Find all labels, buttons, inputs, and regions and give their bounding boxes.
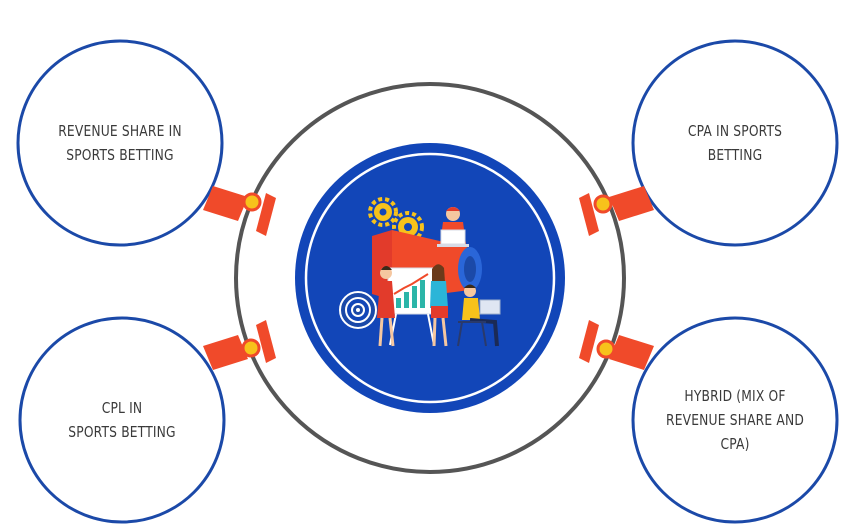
- connector-cpa: [579, 186, 654, 236]
- connector-bar-inner: [256, 320, 276, 363]
- connector-bar-outer: [609, 335, 654, 370]
- connector-bar-outer: [203, 186, 248, 221]
- node-circle-cpa: [631, 39, 839, 247]
- node-circle-revenue-share: [16, 39, 224, 247]
- connector-revenue-share: [203, 186, 276, 236]
- person-icon: [377, 266, 395, 347]
- center-inner-ring: [304, 152, 556, 404]
- node-label: HYBRID (MIX OF REVENUE SHARE AND CPA): [666, 387, 804, 453]
- node-label: CPA IN SPORTS BETTING: [687, 122, 783, 164]
- outer-ring: [234, 82, 626, 474]
- node-circle-hybrid: [631, 316, 839, 524]
- connector-dot: [242, 192, 262, 212]
- connector-cpl: [203, 320, 276, 370]
- node-revenue-share: REVENUE SHARE IN SPORTS BETTING: [36, 41, 203, 245]
- gear-icon: [368, 197, 398, 227]
- connector-dot: [241, 338, 261, 358]
- person-with-laptop-icon: [437, 207, 469, 247]
- node-label: REVENUE SHARE IN SPORTS BETTING: [58, 122, 182, 164]
- node-cpl: CPL IN SPORTS BETTING: [38, 318, 205, 522]
- node-circle-cpl: [18, 316, 226, 524]
- connector-bar-outer: [203, 335, 248, 370]
- node-label: CPL IN SPORTS BETTING: [68, 399, 176, 441]
- connector-bar-inner: [579, 193, 599, 236]
- target-icon: [339, 291, 377, 329]
- connector-hybrid: [579, 320, 654, 370]
- connector-bar-inner: [256, 193, 276, 236]
- person-icon: [430, 264, 448, 347]
- connector-bar-inner: [579, 320, 599, 363]
- connector-dot: [596, 339, 616, 359]
- connector-dot: [593, 194, 613, 214]
- connector-bar-outer: [609, 186, 654, 221]
- business-team-illustration-icon: [339, 197, 501, 347]
- node-hybrid: HYBRID (MIX OF REVENUE SHARE AND CPA): [651, 318, 818, 522]
- person-with-laptop-icon: [457, 284, 501, 347]
- node-cpa: CPA IN SPORTS BETTING: [651, 41, 818, 245]
